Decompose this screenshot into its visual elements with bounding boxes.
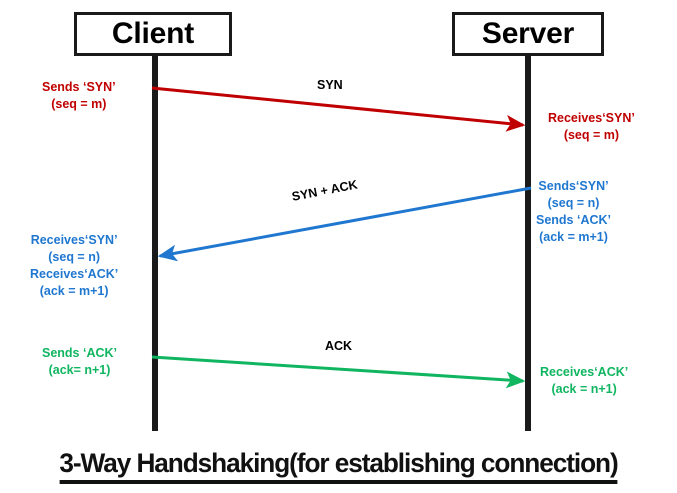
server-node-label: Server xyxy=(481,17,575,50)
note-line: (ack = m+1) xyxy=(39,284,109,298)
ack-arrow xyxy=(151,355,526,389)
note-line: Sends‘SYN’ xyxy=(538,179,609,193)
note-line: Receives‘SYN’ xyxy=(30,233,118,247)
syn-arrow-label: SYN xyxy=(317,78,343,92)
note-server-receives-ack: Receives‘ACK’ (ack = n+1) xyxy=(540,364,628,398)
server-node: Server xyxy=(452,12,604,56)
note-client-sends-ack: Sends ‘ACK’ (ack= n+1) xyxy=(42,345,117,379)
note-line: (seq = m) xyxy=(563,128,620,142)
client-node-label: Client xyxy=(111,17,195,50)
note-line: (seq = n) xyxy=(547,196,600,210)
note-line: (ack= n+1) xyxy=(48,363,111,377)
note-server-sends-syn-ack: Sends‘SYN’ (seq = n) Sends ‘ACK’ (ack = … xyxy=(536,178,611,246)
ack-arrow-label: ACK xyxy=(325,339,353,353)
client-node: Client xyxy=(74,12,232,56)
note-line: Sends ‘SYN’ xyxy=(42,80,116,94)
note-line: Sends ‘ACK’ xyxy=(42,346,118,360)
diagram-caption: 3-Way Handshaking(for establishing conne… xyxy=(10,448,667,484)
note-line: (ack = n+1) xyxy=(551,382,617,396)
note-client-receives-syn-ack: Receives‘SYN’ (seq = n) Receives‘ACK’ (a… xyxy=(30,232,118,300)
note-line: Receives‘SYN’ xyxy=(548,111,635,125)
note-line: Receives‘ACK’ xyxy=(30,267,119,281)
note-line: Sends ‘ACK’ xyxy=(536,213,612,227)
syn-ack-arrow xyxy=(157,186,532,262)
note-line: (seq = n) xyxy=(48,250,100,264)
diagram-caption-text: 3-Way Handshaking(for establishing conne… xyxy=(59,448,619,484)
note-server-receives-syn: Receives‘SYN’ (seq = m) xyxy=(548,110,635,144)
note-client-sends-syn: Sends ‘SYN’ (seq = m) xyxy=(42,79,116,113)
note-line: (ack = m+1) xyxy=(539,230,608,244)
note-line: Receives‘ACK’ xyxy=(540,365,629,379)
note-line: (seq = m) xyxy=(51,97,107,111)
syn-arrow xyxy=(151,86,526,132)
